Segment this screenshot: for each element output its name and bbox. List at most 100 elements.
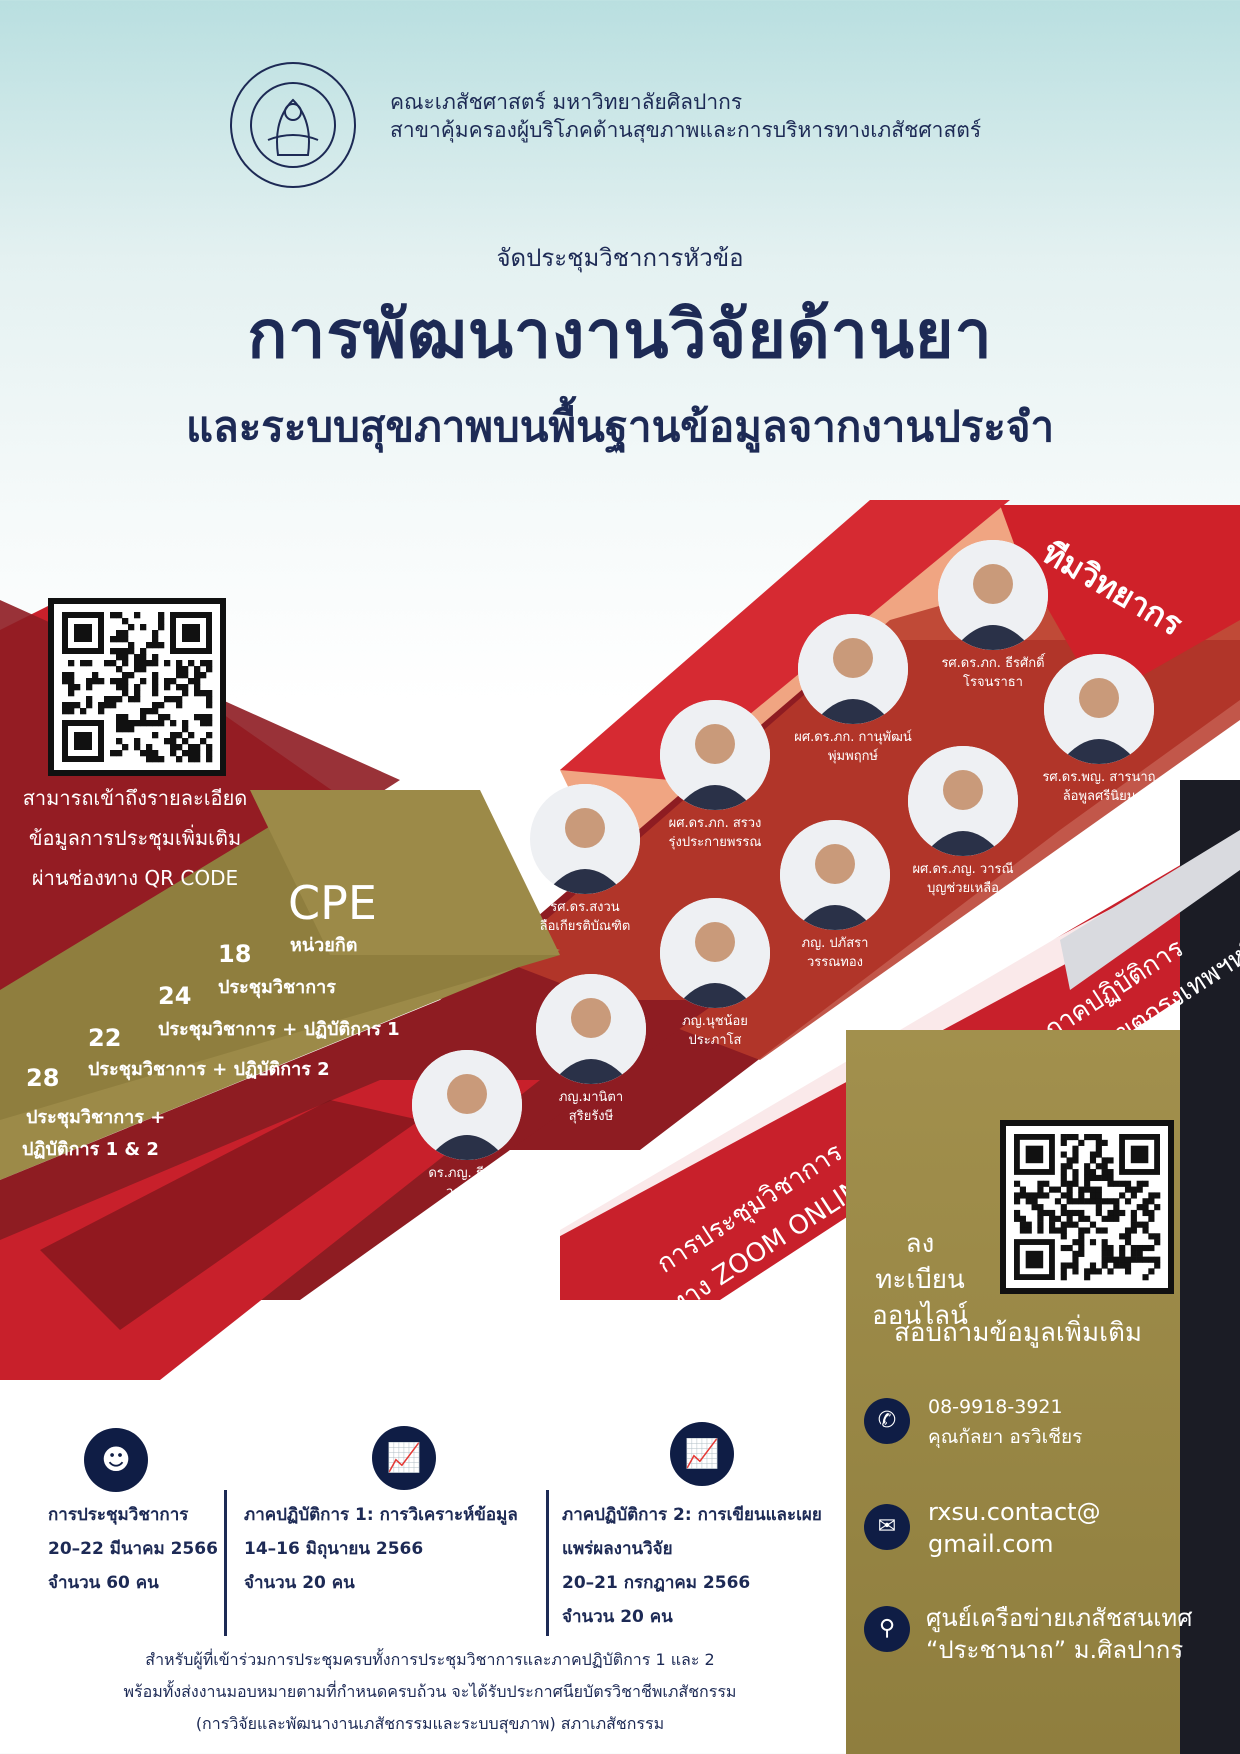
- speaker-name: ผศ.ดร.ภญ. วารณีบุญช่วยเหลือ: [863, 860, 1063, 898]
- cpe-desc: ประชุมวิชาการ: [218, 977, 336, 998]
- cpe-desc: ประชุมวิชาการ + ปฏิบัติการ 1: [158, 1019, 400, 1040]
- cpe-desc: ประชุมวิชาการ + ปฏิบัติการ 2: [88, 1059, 330, 1080]
- schedule-workshop-1: ภาคปฏิบัติการ 1: การวิเคราะห์ข้อมูล 14–1…: [244, 1498, 518, 1600]
- speaker-name-line2: รุ่งประกายพรรณ: [668, 835, 762, 850]
- speaker-photo: [1044, 654, 1154, 764]
- schedule-count: จำนวน 20 คน: [562, 1607, 673, 1627]
- speaker-name-line2: โรจนราธา: [963, 675, 1023, 690]
- cpe-value: 28: [26, 1064, 60, 1092]
- speaker-photo: [908, 746, 1018, 856]
- speaker-name: ภญ. ปภัสราวรรณทอง: [735, 934, 935, 972]
- schedule-title: ภาคปฏิบัติการ 2: การเขียนและเผย: [562, 1505, 822, 1525]
- more-info-heading: สอบถามข้อมูลเพิ่มเติม: [893, 1318, 1142, 1348]
- faculty-logo: [228, 60, 358, 190]
- email-icon: ✉: [864, 1504, 910, 1550]
- phone-number[interactable]: 08-9918-3921: [928, 1396, 1063, 1418]
- schedule-date: 20–21 กรกฎาคม 2566: [562, 1573, 751, 1593]
- speaker-name-line1: ดร.ภญ. ธีรยา: [428, 1166, 506, 1181]
- speaker-name: ดร.ภญ. ธีรยาวรปาณี: [367, 1164, 567, 1202]
- schedule-workshop-2: ภาคปฏิบัติการ 2: การเขียนและเผย แพร่ผลงา…: [562, 1498, 822, 1634]
- contact-person: คุณกัลยา อรวิเชียร: [928, 1426, 1083, 1448]
- speaker-name-line1: ผศ.ดร.ภญ. วารณี: [912, 862, 1014, 877]
- speaker-name-line1: รศ.ดร.สงวน: [550, 900, 620, 915]
- laptop-chart-icon: 📈: [670, 1422, 734, 1486]
- cpe-value: 22: [88, 1024, 122, 1052]
- speaker-name-line1: ภญ. ปภัสรา: [801, 936, 869, 951]
- info-qr-code[interactable]: [48, 598, 226, 776]
- register-line: ออนไลน์: [872, 1301, 968, 1331]
- main-title-line2: และระบบสุขภาพบนพื้นฐานข้อมูลจากงานประจำ: [185, 402, 1055, 451]
- speaker-name-line2: วรปาณี: [446, 1185, 488, 1200]
- qr-info-text: สามารถเข้าถึงรายละเอียด ข้อมูลการประชุมเ…: [10, 778, 260, 898]
- footer-line: พร้อมทั้งส่งงานมอบหมายตามที่กำหนดครบถ้วน…: [123, 1682, 737, 1701]
- schedule-title: ภาคปฏิบัติการ 1: การวิเคราะห์ข้อมูล: [244, 1505, 518, 1525]
- speaker-name: รศ.ดร.พญ. สารนาถล้อพูลศรีนิยม: [999, 768, 1199, 806]
- red-ribbon-top: [560, 500, 1010, 780]
- department-name: สาขาคุ้มครองผู้บริโภคด้านสุขภาพและการบริ…: [390, 118, 982, 142]
- laptop-chart-icon: 📈: [372, 1426, 436, 1490]
- speaker-photo: [530, 784, 640, 894]
- right-dark-strip: [1180, 780, 1240, 1754]
- speaker-name-line2: ล้อพูลศรีนิยม: [1062, 789, 1136, 804]
- speaker-name-line1: รศ.ดร.พญ. สารนาถ: [1042, 770, 1156, 785]
- schedule-count: จำนวน 60 คน: [48, 1573, 159, 1593]
- speaker-photo: [660, 898, 770, 1008]
- qr-info-line: ผ่านช่องทาง QR CODE: [31, 866, 239, 890]
- speaker-photo: [798, 614, 908, 724]
- phone-contact: 08-9918-3921 คุณกัลยา อรวิเชียร: [928, 1392, 1082, 1452]
- qr-info-line: ข้อมูลการประชุมเพิ่มเติม: [28, 826, 242, 850]
- event-subtitle: จัดประชุมวิชาการหัวข้อ: [496, 244, 744, 272]
- speaker-name-line2: ประภาโส: [688, 1033, 742, 1048]
- schedule-title-cont: แพร่ผลงานวิจัย: [562, 1539, 673, 1559]
- email-line: gmail.com: [928, 1530, 1054, 1558]
- speaker-name-line1: ภญ.นุชน้อย: [682, 1014, 748, 1029]
- presenter-icon: ☻: [84, 1428, 148, 1492]
- register-line: ลงทะเบียน: [875, 1229, 965, 1295]
- schedule-count: จำนวน 20 คน: [244, 1573, 355, 1593]
- cpe-value: 24: [158, 982, 192, 1010]
- speaker-name: รศ.ดร.สงวนลือเกียรติบัณฑิต: [485, 898, 685, 936]
- certificate-note: สำหรับผู้ที่เข้าร่วมการประชุมครบทั้งการป…: [40, 1644, 820, 1740]
- speaker-name: ผศ.ดร.ภก. สรวงรุ่งประกายพรรณ: [615, 814, 815, 852]
- speaker-name-line2: สุริยรังษี: [568, 1109, 614, 1124]
- speaker-name-line2: บุญช่วยเหลือ: [927, 881, 999, 896]
- schedule-title: การประชุมวิชาการ: [48, 1505, 189, 1525]
- location-line: “ประชานาถ” ม.ศิลปากร: [926, 1636, 1184, 1664]
- email-line: rxsu.contact@: [928, 1498, 1101, 1526]
- speaker-name: ภญ.นุชน้อยประภาโส: [615, 1012, 815, 1050]
- speaker-name: รศ.ดร.ภก. ธีรศักดิ์โรจนราธา: [893, 654, 1093, 692]
- email-contact[interactable]: rxsu.contact@ gmail.com: [928, 1496, 1101, 1560]
- cpe-label: CPE: [288, 876, 377, 930]
- phone-icon: ✆: [864, 1398, 910, 1444]
- speaker-photo: [780, 820, 890, 930]
- location-line: ศูนย์เครือข่ายเภสัชสนเทศ: [926, 1604, 1193, 1632]
- location-contact: ศูนย์เครือข่ายเภสัชสนเทศ “ประชานาถ” ม.ศิ…: [926, 1602, 1192, 1666]
- cpe-desc: ประชุมวิชาการ +: [26, 1107, 166, 1128]
- team-band: [1000, 505, 1240, 700]
- speaker-name-line1: ผศ.ดร.ภก. สรวง: [668, 816, 762, 831]
- location-pin-icon: ⚲: [864, 1606, 910, 1652]
- qr-info-line: สามารถเข้าถึงรายละเอียด: [22, 786, 248, 810]
- speaker-photo: [536, 974, 646, 1084]
- footer-line: (การวิจัยและพัฒนางานเภสัชกรรมและระบบสุขภ…: [195, 1714, 665, 1733]
- main-title: การพัฒนางานวิจัยด้านยา: [247, 296, 993, 373]
- footer-line: สำหรับผู้ที่เข้าร่วมการประชุมครบทั้งการป…: [145, 1650, 715, 1669]
- speaker-photo: [660, 700, 770, 810]
- cpe-unit: หน่วยกิต: [290, 935, 358, 956]
- divider: [224, 1490, 227, 1636]
- cpe-value: 18: [218, 940, 252, 968]
- speaker-name: ผศ.ดร.ภก. กานุพัฒน์พุ่มพฤกษ์: [753, 728, 953, 766]
- speaker-photo: [938, 540, 1048, 650]
- divider: [546, 1490, 549, 1636]
- schedule-conference: การประชุมวิชาการ 20–22 มีนาคม 2566 จำนวน…: [48, 1498, 218, 1600]
- register-qr-code[interactable]: [1000, 1120, 1174, 1294]
- cpe-desc: ปฏิบัติการ 1 & 2: [22, 1139, 159, 1160]
- speaker-name: ภญ.มานิตาสุริยรังษี: [491, 1088, 691, 1126]
- speaker-name-line1: รศ.ดร.ภก. ธีรศักดิ์: [941, 656, 1045, 671]
- speaker-photo: [412, 1050, 522, 1160]
- speaker-name-line2: วรรณทอง: [806, 955, 864, 970]
- speaker-name-line1: ผศ.ดร.ภก. กานุพัฒน์: [794, 730, 912, 745]
- schedule-date: 20–22 มีนาคม 2566: [48, 1539, 218, 1559]
- faculty-name: คณะเภสัชศาสตร์ มหาวิทยาลัยศิลปากร: [390, 90, 743, 114]
